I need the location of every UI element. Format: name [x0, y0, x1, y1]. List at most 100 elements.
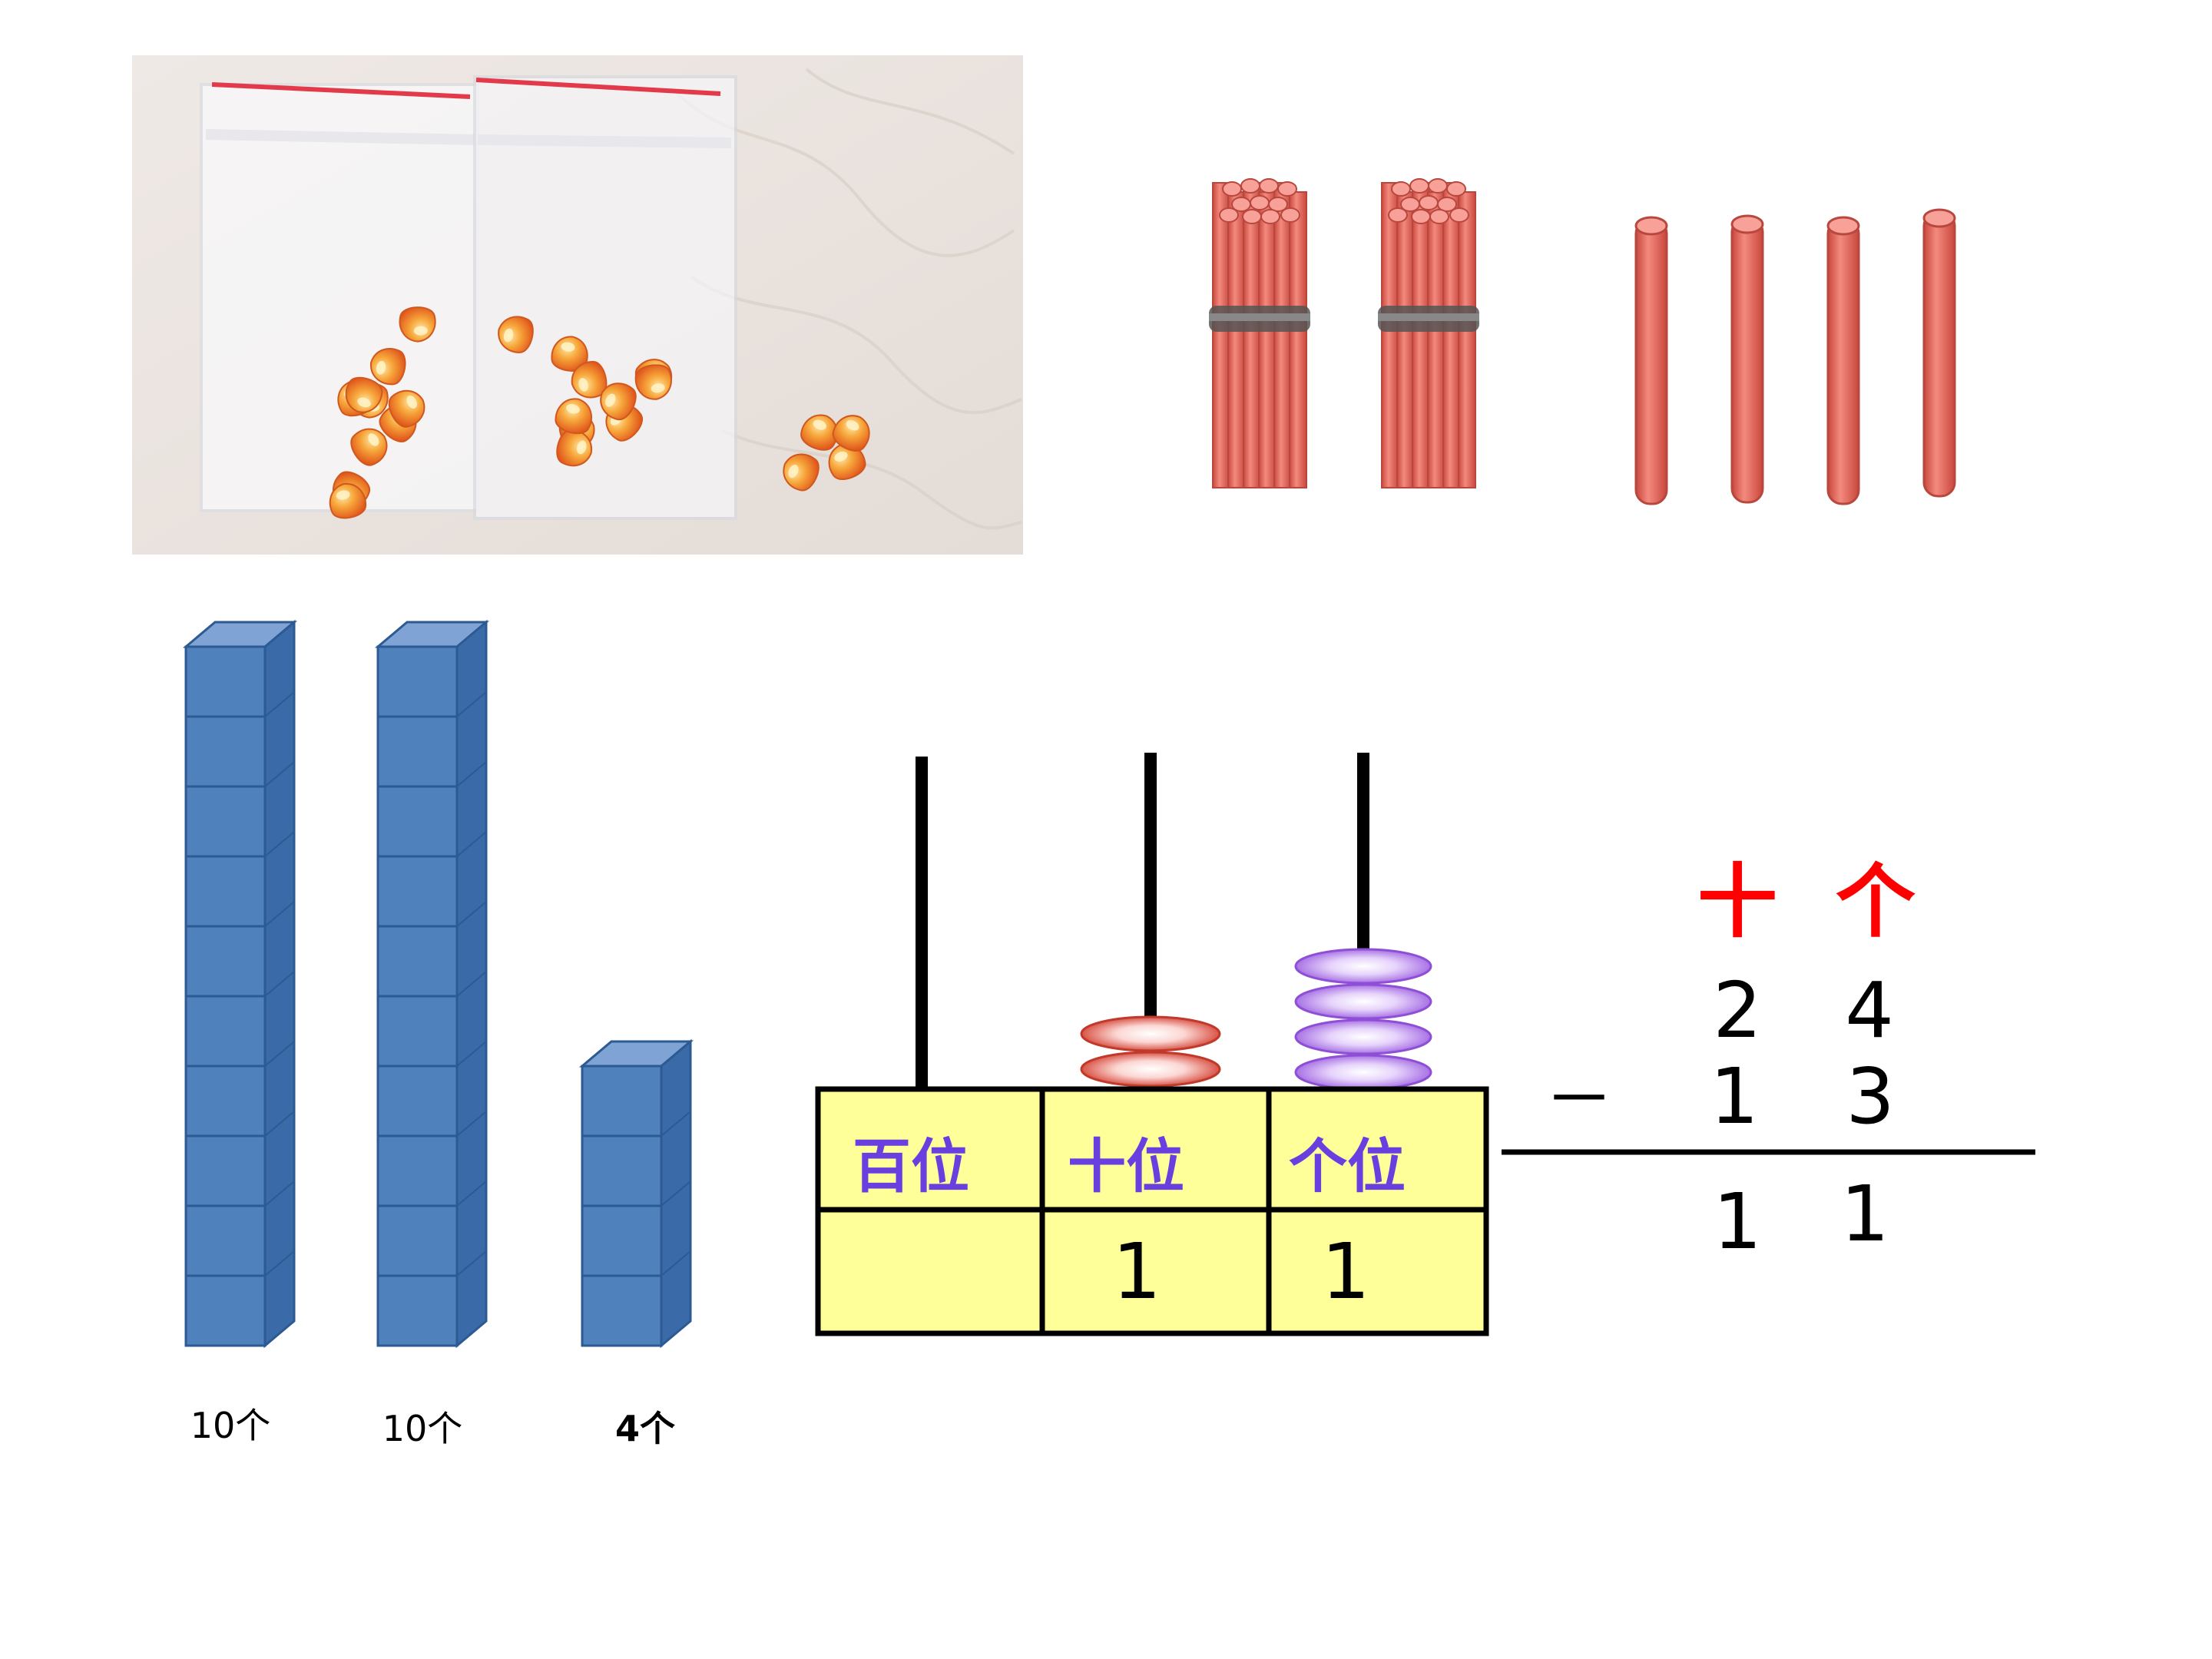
cube-edge	[264, 901, 295, 927]
unit-cube	[376, 925, 459, 998]
unit-cube	[376, 715, 459, 788]
stick-end	[1446, 181, 1466, 197]
unit-cube	[581, 1274, 663, 1347]
stick-end	[1250, 195, 1270, 210]
corn-photo	[132, 55, 1023, 555]
kernels-group-loose	[783, 414, 870, 492]
unit-cube	[184, 1134, 267, 1207]
cube-tower	[578, 1038, 694, 1349]
unit-cube	[184, 995, 267, 1068]
stick	[1396, 191, 1415, 488]
stick	[1258, 191, 1277, 488]
table-value-ones: 1	[1321, 1227, 1370, 1316]
stick	[1442, 182, 1461, 488]
stick-bundle	[1378, 178, 1479, 488]
corn-kernel	[634, 364, 672, 400]
cube-edge	[456, 1111, 487, 1137]
corn-bag-left	[200, 82, 479, 512]
abacus-bead	[1294, 1018, 1432, 1055]
cube-edge	[264, 1111, 295, 1137]
stick-bundles	[1209, 178, 1479, 488]
single-stick	[1634, 218, 1668, 505]
unit-cube	[184, 1274, 267, 1347]
cube-label-3: 4个	[615, 1408, 675, 1449]
abacus-bead	[1080, 1051, 1221, 1088]
unit-cube	[376, 1065, 459, 1137]
cube-edge	[456, 761, 487, 787]
unit-cube	[376, 645, 459, 718]
stick	[1458, 191, 1476, 488]
corn-kernel	[600, 382, 637, 421]
result-tens: 1	[1713, 1177, 1762, 1267]
minus-sign: －	[1545, 1059, 1614, 1140]
table-header-tens: 十位	[1068, 1132, 1184, 1200]
stick-end	[1391, 181, 1411, 197]
unit-cube	[376, 785, 459, 858]
stick-end	[1242, 209, 1262, 224]
cube-edge	[264, 1041, 295, 1067]
kernels-group-left	[329, 306, 436, 519]
place-header-ones: 个	[1836, 855, 1916, 949]
single-stick-end	[1826, 216, 1860, 236]
cube-edge	[661, 1250, 691, 1277]
stick	[1412, 182, 1430, 488]
cube-edge	[456, 621, 487, 647]
cube-edge	[456, 831, 487, 857]
subtrahend-ones: 3	[1846, 1051, 1895, 1141]
cube-edge	[264, 971, 295, 997]
cube-tower	[374, 619, 490, 1349]
corn-bag-right	[473, 75, 737, 520]
unit-cube	[184, 1065, 267, 1137]
stick-end	[1419, 195, 1439, 210]
corn-kernel	[345, 376, 383, 413]
cube-label-1: 10个	[190, 1405, 271, 1446]
cube-edge	[264, 1181, 295, 1207]
single-sticks	[1634, 208, 1956, 505]
cube-label-2: 10个	[382, 1408, 463, 1449]
stick-end	[1409, 178, 1429, 194]
abacus-bead	[1080, 1015, 1221, 1052]
stick-end	[1449, 207, 1469, 223]
cube-edge	[264, 621, 295, 647]
stick-end	[1388, 207, 1408, 223]
cube-edge	[264, 1250, 295, 1277]
stick	[1289, 191, 1307, 488]
stick-end	[1219, 207, 1239, 223]
stick-end	[1411, 209, 1431, 224]
single-stick	[1730, 217, 1764, 504]
corn-kernel	[551, 336, 588, 372]
result-ones: 1	[1840, 1169, 1889, 1259]
stick-end	[1259, 178, 1279, 194]
unit-cube	[581, 1134, 663, 1207]
cube-edge	[456, 971, 487, 997]
single-stick-end	[1730, 214, 1764, 234]
unit-cube	[184, 715, 267, 788]
unit-cube	[376, 855, 459, 928]
unit-cube	[184, 645, 267, 718]
stick	[1212, 182, 1230, 488]
bundle-band-highlight	[1209, 313, 1310, 321]
unit-cube	[581, 1065, 663, 1137]
place-value-table: 百位 十位 个位 1 1	[815, 1086, 1489, 1336]
table-header-hundreds: 百位	[853, 1132, 969, 1200]
subtrahend-tens: 1	[1710, 1051, 1759, 1141]
unit-cube	[376, 1204, 459, 1277]
stick-end	[1429, 209, 1449, 224]
abacus-beads	[1080, 948, 1432, 1091]
single-stick-end	[1922, 208, 1956, 228]
cube-tower	[182, 619, 298, 1349]
corn-kernel	[329, 482, 367, 519]
corn-kernel	[498, 316, 534, 353]
stick-end	[1437, 197, 1457, 212]
corn-kernel	[350, 428, 388, 466]
unit-cube	[376, 995, 459, 1068]
unit-cube	[184, 855, 267, 928]
abacus-bead	[1294, 1054, 1432, 1091]
corn-kernel	[388, 389, 426, 428]
corn-kernel	[571, 360, 608, 399]
cube-edge	[456, 691, 487, 717]
unit-cube	[184, 785, 267, 858]
stick	[1227, 191, 1246, 488]
cube-edge	[264, 831, 295, 857]
minuend-tens: 2	[1713, 965, 1762, 1055]
